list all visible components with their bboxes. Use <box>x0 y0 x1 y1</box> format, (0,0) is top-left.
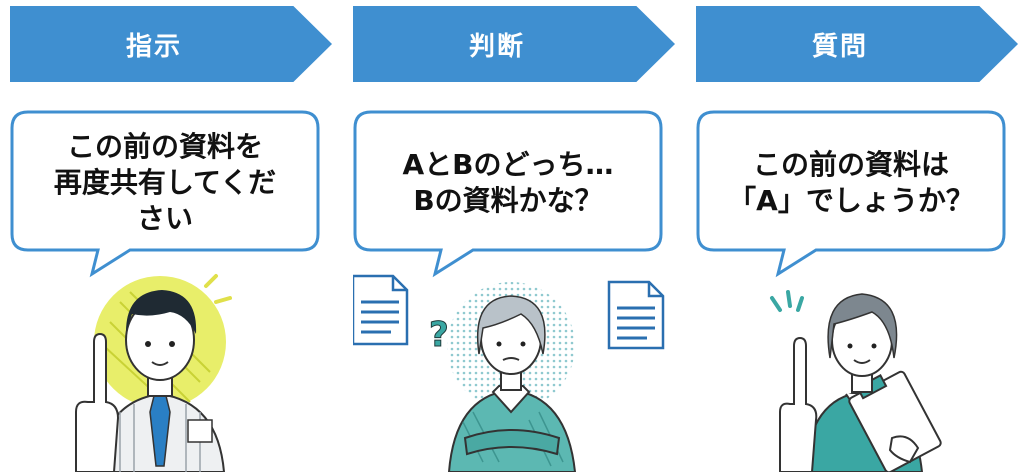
step-header-label: 判断 <box>468 31 525 62</box>
step-judgment: 判断 AとBのどっち… Bの資料かな？ ? <box>353 0 675 472</box>
document-icon <box>353 274 409 346</box>
step-header-arrow: 判断 <box>353 6 675 82</box>
step-header-label: 質問 <box>811 31 868 62</box>
step-header-arrow: 質問 <box>696 6 1018 82</box>
step-header-arrow: 指示 <box>10 6 332 82</box>
step-header-label: 指示 <box>125 31 182 62</box>
speech-bubble: この前の資料は 「A」でしょうか？ <box>696 110 1006 278</box>
speech-bubble: AとBのどっち… Bの資料かな？ <box>353 110 663 278</box>
person-icon <box>75 274 232 472</box>
document-icon <box>607 280 665 350</box>
person-icon: ? <box>353 274 665 472</box>
person-icon <box>770 290 942 472</box>
step-question: 質問 この前の資料は 「A」でしょうか？ <box>696 0 1018 472</box>
speech-text: この前の資料は 「A」でしょうか？ <box>728 148 974 217</box>
speech-text: この前の資料を 再度共有してくだ さい <box>53 130 277 235</box>
question-mark-icon: ? <box>429 315 449 355</box>
speech-text: AとBのどっち… Bの資料かな？ <box>402 148 614 217</box>
step-instruction: 指示 この前の資料を 再度共有してくだ さい <box>10 0 332 472</box>
speech-bubble: この前の資料を 再度共有してくだ さい <box>10 110 320 278</box>
